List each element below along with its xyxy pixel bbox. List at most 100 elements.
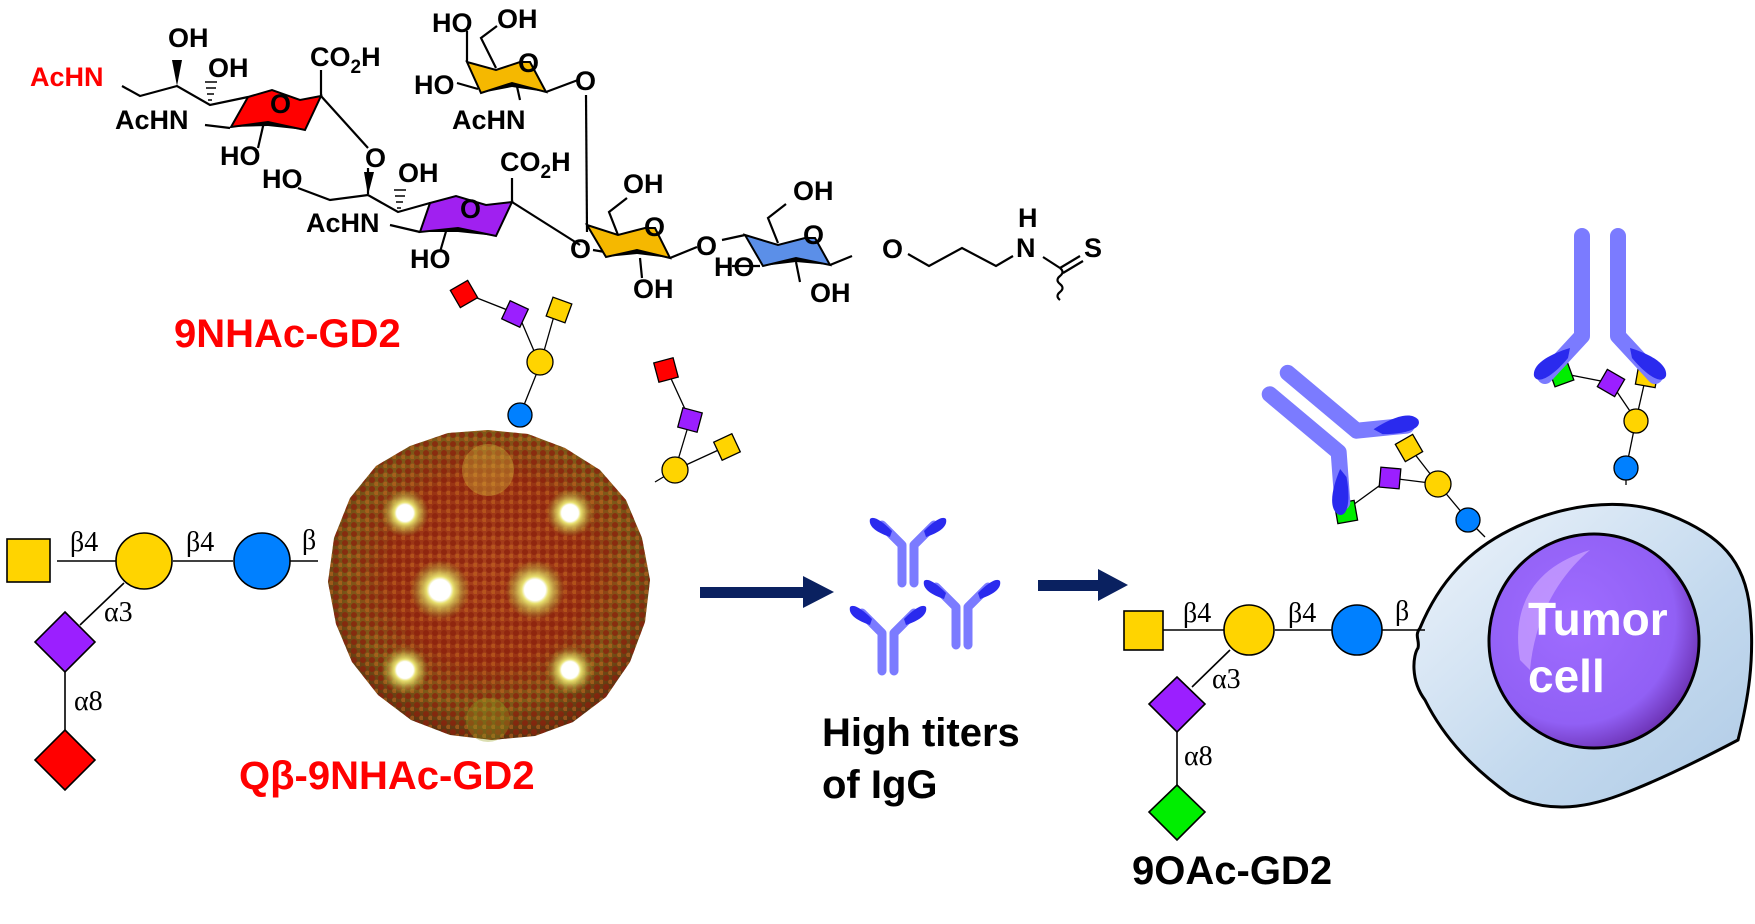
ring-oxygen: O xyxy=(803,220,824,250)
compound-title: 9NHAc-GD2 xyxy=(174,312,401,356)
linkage-label: β4 xyxy=(70,527,98,558)
particle-glycan-top xyxy=(449,279,573,428)
label-o-linkage: O xyxy=(365,143,386,173)
arrow-bind xyxy=(1038,569,1128,601)
label-nh-h: H xyxy=(1018,203,1038,233)
ring-glc xyxy=(742,233,832,268)
ring-galnac xyxy=(465,60,548,95)
linkage-label: α3 xyxy=(1212,664,1241,695)
label-achn: AcHN xyxy=(452,105,526,135)
label-oh: OH xyxy=(810,278,851,308)
neu5ac-square xyxy=(676,406,704,434)
hash-bond xyxy=(205,81,217,101)
label-achn: AcHN xyxy=(115,105,189,135)
label-oh: OH xyxy=(398,158,439,188)
antibody-bound-top xyxy=(1533,228,1667,384)
neu9nhac-diamond xyxy=(33,728,97,792)
ring-edge xyxy=(606,250,670,258)
gal-circle xyxy=(115,532,173,590)
neu9oac-diamond xyxy=(1147,783,1207,842)
gal-circle xyxy=(1424,470,1452,498)
neu9nhac-square xyxy=(652,356,680,384)
bond xyxy=(320,95,369,149)
label-oh: OH xyxy=(497,4,538,34)
glycan-right: β4 β4 β α3 α8 xyxy=(1123,596,1425,842)
label-ho: HO xyxy=(262,164,303,194)
conjugate-title: Qβ-9NHAc-GD2 xyxy=(239,754,535,798)
arrow-immunize xyxy=(700,576,834,608)
ring-oxygen: O xyxy=(270,89,291,119)
neu5ac-square xyxy=(1596,368,1626,398)
neu5ac-diamond xyxy=(33,610,97,674)
neu5ac-diamond xyxy=(1147,675,1207,734)
linkage-label: α8 xyxy=(74,686,103,717)
galnac-square xyxy=(1123,610,1164,651)
ring-oxygen: O xyxy=(460,194,481,224)
bond xyxy=(256,121,266,149)
neu5ac-square xyxy=(500,299,530,329)
antibody-cluster xyxy=(849,517,1001,676)
label-oh: OH xyxy=(168,23,209,53)
ring-edge xyxy=(763,258,830,266)
qbeta-particle xyxy=(328,430,650,742)
particle-glycan-right xyxy=(652,356,742,484)
label-o-linkage: O xyxy=(570,234,591,264)
glc-circle xyxy=(507,402,533,428)
label-co2h: CO2H xyxy=(500,147,571,183)
ring-edge xyxy=(231,122,305,130)
linkage-label: α8 xyxy=(1184,741,1213,772)
galnac-square xyxy=(712,432,742,462)
glc-circle xyxy=(233,532,291,590)
galnac-square xyxy=(1394,433,1424,463)
linkage-label: β xyxy=(302,525,316,556)
label-co2h: CO2H xyxy=(310,42,381,78)
hash-bond xyxy=(394,189,406,209)
label-ho: HO xyxy=(432,8,473,38)
target-title: 9OAc-GD2 xyxy=(1132,849,1332,893)
bonds-glc xyxy=(721,203,853,283)
label-nh-n: N xyxy=(1016,233,1036,263)
cell-glycan-top xyxy=(1547,360,1660,485)
wedge-bond xyxy=(364,172,374,195)
label-oh: OH xyxy=(793,176,834,206)
linkage-label: β4 xyxy=(1288,598,1316,629)
ring-gal xyxy=(584,223,672,260)
neu5ac-square xyxy=(1378,466,1402,490)
gal-circle xyxy=(661,456,689,484)
neu9nhac-square xyxy=(449,279,479,309)
label-oh: OH xyxy=(208,53,249,83)
linkage-label: β xyxy=(1395,596,1409,627)
glc-circle xyxy=(1455,507,1481,533)
cell-label-line1: Tumor xyxy=(1528,593,1668,645)
bonds-galnac xyxy=(456,25,589,233)
antibody-label-line2: of IgG xyxy=(822,763,938,807)
bond xyxy=(204,123,231,130)
label-thio-s: S xyxy=(1084,233,1102,263)
ring-oxygen: O xyxy=(518,48,539,78)
antibody-icon xyxy=(849,605,927,676)
gal-circle xyxy=(526,348,554,376)
antibody-icon xyxy=(869,517,947,588)
linkage-label: β4 xyxy=(1183,598,1211,629)
linkage-label: α3 xyxy=(104,597,133,628)
tumor-cell: Tumor cell xyxy=(1412,502,1754,809)
label-ho: HO xyxy=(714,252,755,282)
label-ho: HO xyxy=(410,244,451,274)
linkage-label: β4 xyxy=(186,527,214,558)
bond xyxy=(121,84,249,107)
cell-glycan-left xyxy=(1333,433,1486,538)
cell-label-line2: cell xyxy=(1528,650,1605,702)
antibody-icon xyxy=(923,579,1001,650)
gal-circle xyxy=(1623,408,1649,434)
label-achn: AcHN xyxy=(306,208,380,238)
antibody-label-line1: High titers xyxy=(822,711,1020,755)
bonds-linker xyxy=(907,246,1084,301)
label-o-linkage: O xyxy=(575,66,596,96)
label-achn-red: AcHN xyxy=(30,62,104,92)
gal-circle xyxy=(1223,604,1275,656)
ring-neu9nhac xyxy=(229,88,323,132)
ring-edge xyxy=(481,83,546,93)
glc-circle xyxy=(1331,604,1383,656)
galnac-square xyxy=(6,538,51,583)
